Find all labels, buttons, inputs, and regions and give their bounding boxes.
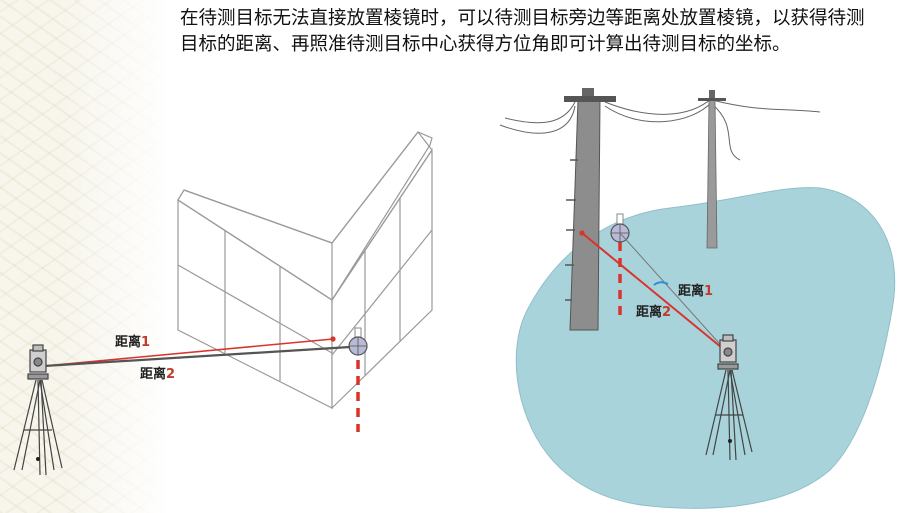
distance1-line-left [43,338,334,367]
total-station-right [705,334,753,461]
distance2-line-left [43,345,351,368]
distance2-label-right: 距离2 [636,304,671,320]
distance1-label-left: 距离1 [115,334,150,350]
angle-arc [653,281,669,286]
distance2-line-right [619,232,728,353]
building-corner-wall [177,131,433,410]
utility-pole-far [698,90,726,249]
background-fade [60,0,170,513]
utility-pole-near [564,88,616,331]
distance2-label-left: 距离2 [140,366,175,382]
power-lines [499,97,821,161]
distance1-line-right [581,232,728,353]
prism-pole-left [348,327,368,432]
ground-point-left [36,457,40,461]
ground-area [515,187,896,509]
description-text: 在待测目标无法直接放置棱镜时，可以待测目标旁边等距离处放置棱镜，以获得待测目标的… [180,8,865,55]
ground-point-right [728,439,732,443]
distance1-label-right: 距离1 [678,283,713,299]
